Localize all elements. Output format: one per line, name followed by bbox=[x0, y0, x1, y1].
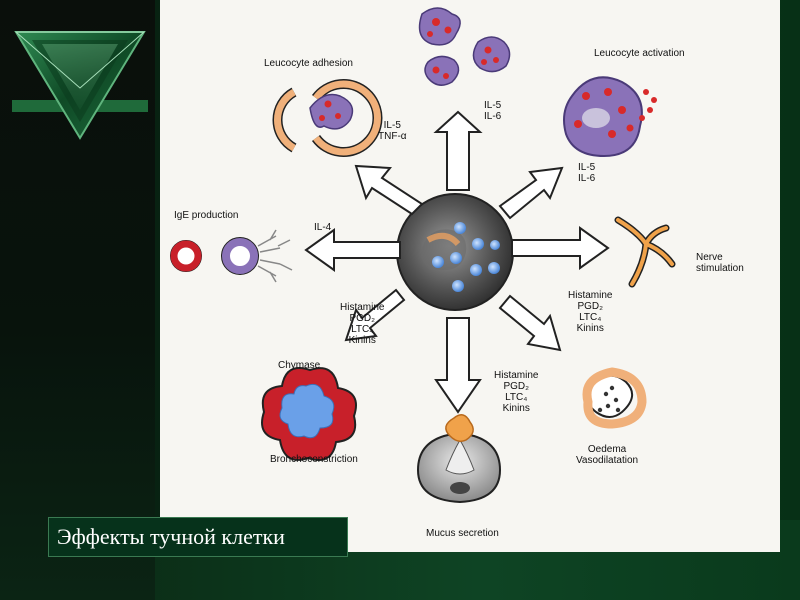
label-mucus-secretion: Mucus secretion bbox=[426, 528, 499, 539]
label-mediators-right: Histamine PGD₂ LTC₄ Kinins bbox=[568, 290, 613, 334]
label-mediators-bottom: Histamine PGD₂ LTC₄ Kinins bbox=[494, 370, 539, 414]
label-bronchoconstriction: Bronchoconstriction bbox=[270, 454, 358, 465]
label-ige-production: IgE production bbox=[174, 210, 239, 221]
label-leucocyte-activation: Leucocyte activation bbox=[594, 48, 685, 59]
mucus-secretion-graphic bbox=[416, 414, 502, 504]
label-chymase: Chymase bbox=[278, 360, 321, 371]
diagram-graphics bbox=[170, 7, 676, 504]
label-mediators-left: Histamine PGD₂ LTC₄ Kinins bbox=[340, 302, 385, 346]
mast-cell-effects-diagram: Leucocyte adhesion Leucocyte activation … bbox=[160, 0, 780, 552]
bronchoconstriction-graphic bbox=[261, 367, 357, 461]
oedema-graphic bbox=[582, 367, 647, 429]
triangle-logo-icon bbox=[12, 31, 148, 140]
leucocyte-activation-graphic bbox=[563, 76, 657, 158]
label-nerve-stimulation: Nerve stimulation bbox=[696, 252, 744, 274]
top-eosinophils bbox=[418, 7, 511, 86]
ige-production-graphic bbox=[170, 229, 293, 283]
label-il5-tnf: IL-5 TNF-α bbox=[378, 120, 407, 142]
leucocyte-adhesion-graphic bbox=[272, 79, 383, 157]
slide-caption: Эффекты тучной клетки bbox=[48, 517, 348, 557]
label-il4: IL-4 bbox=[314, 222, 332, 233]
effect-arrows bbox=[304, 110, 610, 414]
label-oedema: Oedema Vasodilatation bbox=[576, 444, 639, 466]
label-il5-il6-top: IL-5 IL-6 bbox=[484, 100, 502, 122]
nerve-graphic bbox=[614, 216, 676, 288]
label-il5-il6-right: IL-5 IL-6 bbox=[578, 162, 596, 184]
label-leucocyte-adhesion: Leucocyte adhesion bbox=[264, 58, 353, 69]
